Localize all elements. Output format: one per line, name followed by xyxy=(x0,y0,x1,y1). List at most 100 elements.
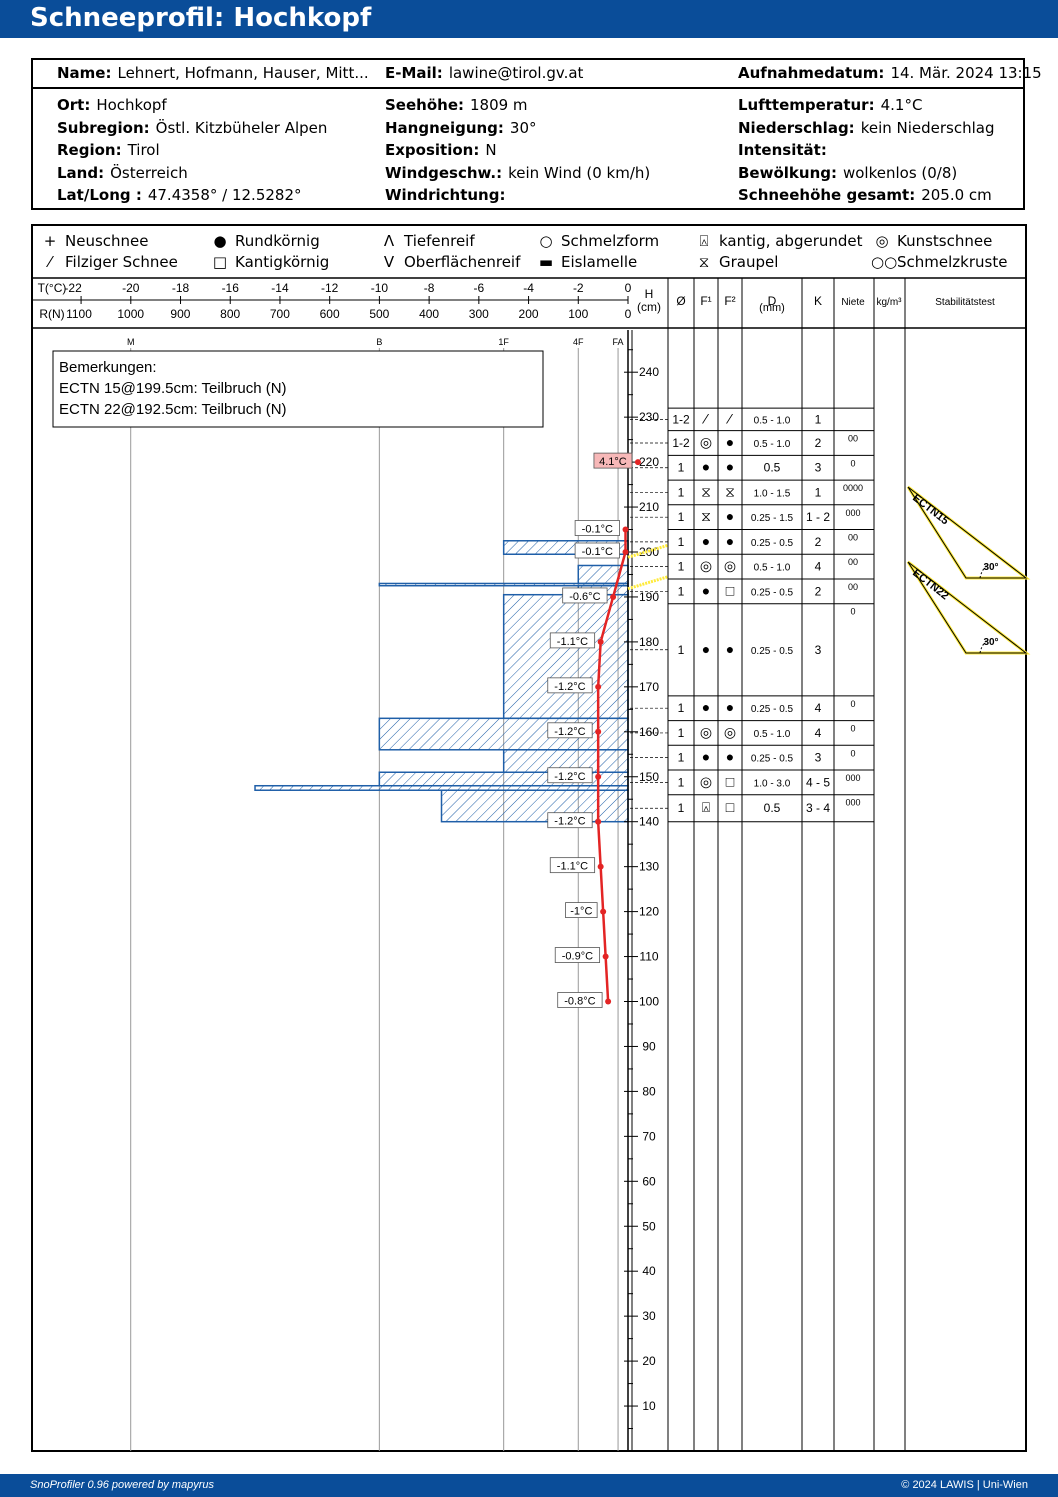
height-tick-label: 210 xyxy=(639,500,659,514)
layer-grain-primary: ⁄ xyxy=(702,410,710,426)
height-tick-label: 60 xyxy=(642,1174,656,1188)
temperature-label-box xyxy=(557,992,603,1008)
temperature-tick-label: -6 xyxy=(474,281,485,295)
legend-item-square: □Kantigkörnig xyxy=(209,253,329,271)
detail-region: Region:Tirol xyxy=(57,141,160,159)
height-tick-label: 160 xyxy=(639,725,659,739)
layer-hardness: 3 xyxy=(815,751,822,765)
temperature-point xyxy=(602,953,609,960)
layer-moisture: 1 xyxy=(678,701,685,715)
remarks-box xyxy=(52,350,544,428)
stability-test-outline xyxy=(907,561,1028,654)
height-tick-label: 110 xyxy=(639,950,658,964)
table-header: F² xyxy=(724,294,735,308)
layer-moisture: 1-2 xyxy=(672,412,690,426)
height-tick-label: 170 xyxy=(639,680,659,694)
table-header: F¹ xyxy=(700,294,711,308)
layer-niete: 00 xyxy=(848,533,858,543)
legend-item-plus: +Neuschnee xyxy=(39,232,149,250)
resistance-tick-label: 400 xyxy=(419,307,439,321)
v-icon: V xyxy=(383,253,395,271)
temperature-label: -0.9°C xyxy=(562,951,593,963)
layer-grain-secondary: ⧖ xyxy=(725,483,735,499)
height-tick-label: 80 xyxy=(642,1084,656,1098)
name-field: Name:Lehnert, Hofmann, Hauser, Mitt... xyxy=(57,64,369,82)
layer-moisture: 1 xyxy=(678,535,685,549)
layer-moisture: 1 xyxy=(678,775,685,789)
layer-grain-secondary: ● xyxy=(726,434,734,450)
temperature-label: -0.6°C xyxy=(569,591,600,603)
plus-icon: + xyxy=(43,232,57,250)
remarks-line: ECTN 22@192.5cm: Teilbruch (N) xyxy=(59,401,287,418)
temperature-point xyxy=(622,526,629,533)
layer-grain-primary: ◎ xyxy=(700,434,712,450)
height-tick-label: 120 xyxy=(639,905,659,919)
height-tick-label: 190 xyxy=(639,590,659,604)
layer-hardness: 3 xyxy=(815,461,822,475)
layer-moisture: 1 xyxy=(678,801,685,815)
layer-grain-primary: ⧖ xyxy=(701,483,711,499)
legend-item-graupel: ⧖Graupel xyxy=(693,253,779,271)
resistance-tick-label: 0 xyxy=(625,307,632,321)
temperature-label: -1.2°C xyxy=(554,816,585,828)
resistance-tick-label: 600 xyxy=(320,307,340,321)
table-header: kg/m³ xyxy=(877,297,903,308)
footer-bar: SnoProfiler 0.96 powered by mapyrus © 20… xyxy=(0,1474,1058,1497)
detail-ort: Ort:Hochkopf xyxy=(57,96,167,114)
layer-grain-primary: ⍓ xyxy=(702,799,710,815)
layer-niete: 00 xyxy=(848,434,858,444)
height-tick-label: 10 xyxy=(642,1399,656,1413)
legend-item-double-circle: ◎Kunstschnee xyxy=(871,232,992,250)
layer-hardness: 3 xyxy=(815,643,822,657)
temperature-label-box xyxy=(593,452,633,469)
stability-mark xyxy=(627,575,669,591)
date-field: Aufnahmedatum:14. Mär. 2024 13:15 xyxy=(738,64,1042,82)
layer-grain-size: 0.25 - 1.5 xyxy=(751,513,794,524)
profile-info-box: Name:Lehnert, Hofmann, Hauser, Mitt... E… xyxy=(31,58,1042,210)
legend-item-melt-crust: ○○Schmelzkruste xyxy=(871,253,1008,271)
temperature-label-box xyxy=(574,520,620,536)
layer-hardness: 1 xyxy=(815,412,822,426)
temperature-label: -1.2°C xyxy=(554,681,585,693)
temperature-label-box xyxy=(547,722,593,739)
detail-subregion: Subregion:Östl. Kitzbüheler Alpen xyxy=(57,118,328,137)
temperature-tick-label: -2 xyxy=(573,281,584,295)
table-header: Ø xyxy=(676,294,685,308)
temperature-label: -1°C xyxy=(570,906,592,918)
layer-moisture: 1 xyxy=(678,726,685,740)
legend-item-rounded-faceted: ⍓kantig, abgerundet xyxy=(693,232,862,250)
temperature-label-box xyxy=(549,632,596,649)
layer-grain-primary: ● xyxy=(702,641,710,657)
detail-land: Land:Österreich xyxy=(57,163,188,182)
footer-left: SnoProfiler 0.96 powered by mapyrus xyxy=(30,1479,215,1491)
legend-item-slash: ⁄Filziger Schnee xyxy=(39,253,178,271)
rounded-faceted-icon: ⍓ xyxy=(699,232,709,250)
layer-grain-secondary: □ xyxy=(726,799,735,815)
detail-latlong: Lat/Long :47.4358° / 12.5282° xyxy=(57,186,302,204)
hardness-layer xyxy=(440,789,629,823)
info-separator xyxy=(33,87,1023,89)
detail-exposition: Exposition:N xyxy=(385,141,497,159)
layer-grain-size: 0.25 - 0.5 xyxy=(751,538,794,549)
layer-moisture: 1 xyxy=(678,485,685,499)
height-tick-label: 230 xyxy=(639,410,659,424)
detail-windgeschw: Windgeschw.:kein Wind (0 km/h) xyxy=(385,163,651,182)
layer-moisture: 1 xyxy=(678,643,685,657)
remarks-line: ECTN 15@199.5cm: Teilbruch (N) xyxy=(59,380,287,397)
layer-grain-size: 0.5 xyxy=(764,801,781,815)
layer-grain-secondary: ◎ xyxy=(724,724,736,740)
temperature-label: -0.1°C xyxy=(582,524,613,536)
temperature-tick-label: -12 xyxy=(321,281,339,295)
layer-niete: 000 xyxy=(845,773,860,783)
resistance-tick-label: 300 xyxy=(469,307,489,321)
temperature-point xyxy=(600,908,607,915)
layer-grain-primary: ◎ xyxy=(700,773,712,789)
hardness-label: B xyxy=(376,337,382,347)
legend-item-filled-circle: ●Rundkörnig xyxy=(209,232,319,250)
height-tick-label: 90 xyxy=(642,1039,656,1053)
layer-hardness: 1 xyxy=(815,485,822,499)
stability-test-outline xyxy=(907,486,1028,579)
height-axis-label: H xyxy=(645,287,654,301)
layer-grain-secondary: ● xyxy=(726,699,734,715)
